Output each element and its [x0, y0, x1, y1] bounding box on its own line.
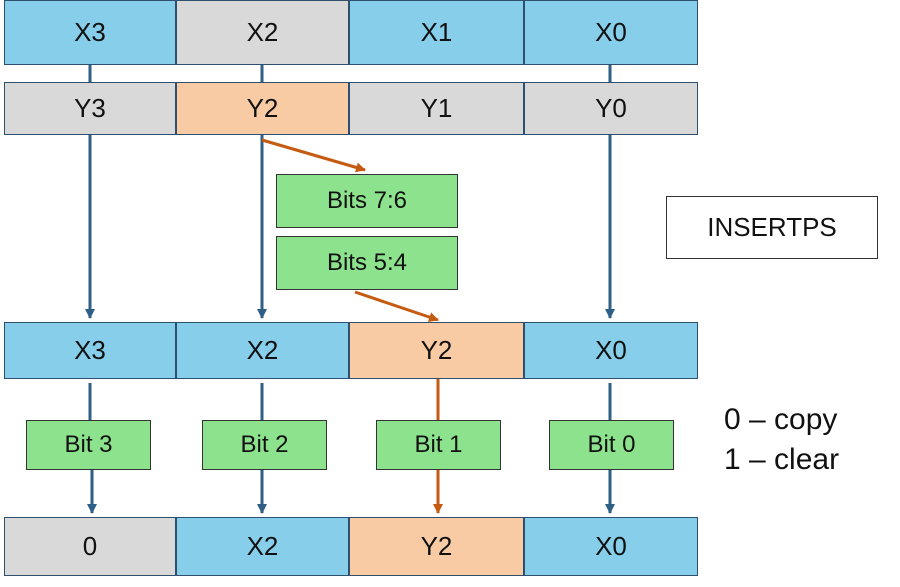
x-cell-2: X2 — [176, 0, 349, 65]
legend: 0 – copy 1 – clear — [724, 400, 839, 480]
dest-cell-0: X0 — [524, 322, 698, 379]
mask-bit-3: Bit 3 — [26, 420, 151, 470]
x-cell-3: X3 — [4, 0, 176, 65]
x-cell-1: X1 — [349, 0, 524, 65]
result-cell-2: X2 — [176, 517, 349, 576]
mask-bit-0: Bit 0 — [549, 420, 674, 470]
mask-bit-2: Bit 2 — [202, 420, 327, 470]
y-cell-3: Y3 — [4, 82, 176, 135]
x-cell-0: X0 — [524, 0, 698, 65]
y-cell-1: Y1 — [349, 82, 524, 135]
legend-clear: 1 – clear — [724, 443, 840, 476]
select-bits-src: Bits 7:6 — [276, 174, 458, 228]
result-cell-1: Y2 — [349, 517, 524, 576]
result-cell-0: X0 — [524, 517, 698, 576]
y-cell-2: Y2 — [176, 82, 349, 135]
dest-cell-2: X2 — [176, 322, 349, 379]
mask-bit-1: Bit 1 — [376, 420, 501, 470]
dest-cell-1: Y2 — [349, 322, 524, 379]
result-cell-3: 0 — [4, 517, 176, 576]
dest-cell-3: X3 — [4, 322, 176, 379]
y-cell-0: Y0 — [524, 82, 698, 135]
instruction-label: INSERTPS — [666, 196, 878, 259]
legend-copy: 0 – copy — [724, 403, 838, 436]
select-bits-dest: Bits 5:4 — [276, 236, 458, 290]
arrow-select-to-dest — [354, 290, 439, 322]
arrow-y2-to-select — [261, 138, 366, 173]
